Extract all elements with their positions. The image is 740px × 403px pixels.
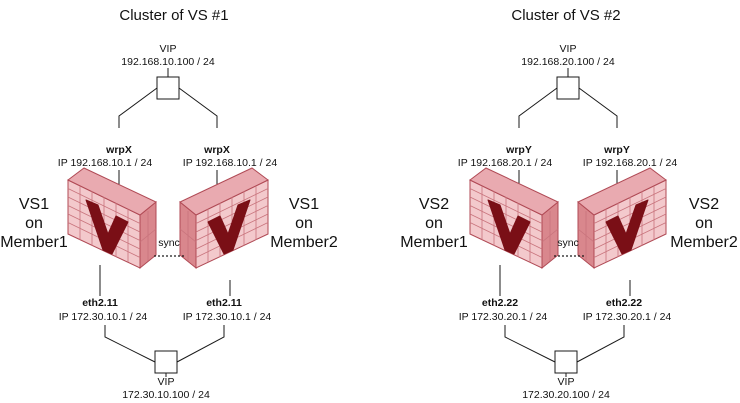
right-bottom-interface: eth2.22	[606, 297, 642, 309]
cluster-title: Cluster of VS #1	[119, 7, 228, 24]
network-switch-icon	[154, 350, 178, 374]
right-vs-member: Member2	[670, 234, 738, 251]
network-switch-icon	[156, 76, 180, 100]
cluster-1: Cluster of VS #1 VIP 192.168.10.100 / 24…	[0, 7, 338, 401]
right-bottom-ip: IP 172.30.20.1 / 24	[583, 311, 672, 323]
network-switch-icon	[554, 350, 578, 374]
right-vs-on: on	[295, 215, 313, 232]
vip-bottom-ip: 172.30.20.100 / 24	[522, 389, 610, 401]
right-top-ip: IP 192.168.20.1 / 24	[583, 157, 678, 169]
left-vs-on: on	[25, 215, 43, 232]
right-bottom-interface: eth2.11	[206, 297, 242, 309]
vip-bottom-label: VIP	[158, 376, 175, 388]
right-top-ip: IP 192.168.10.1 / 24	[183, 157, 278, 169]
left-vs-name: VS2	[419, 196, 449, 213]
firewall-gateway-icon	[577, 167, 667, 269]
vip-top-label: VIP	[160, 43, 177, 55]
firewall-gateway-icon	[469, 167, 559, 269]
network-switch-icon	[556, 76, 580, 100]
sync-label: sync	[158, 237, 180, 249]
vip-top-ip: 192.168.20.100 / 24	[521, 56, 615, 68]
left-top-ip: IP 192.168.10.1 / 24	[58, 157, 153, 169]
vip-top-label: VIP	[560, 43, 577, 55]
left-bottom-ip: IP 172.30.20.1 / 24	[459, 311, 548, 323]
left-bottom-interface: eth2.11	[82, 297, 118, 309]
right-vs-on: on	[695, 215, 713, 232]
right-top-interface: wrpX	[203, 144, 230, 156]
left-top-interface: wrpX	[105, 144, 132, 156]
right-vs-name: VS1	[289, 196, 319, 213]
cluster-title: Cluster of VS #2	[511, 7, 620, 24]
left-vs-member: Member1	[0, 234, 68, 251]
right-bottom-ip: IP 172.30.10.1 / 24	[183, 311, 272, 323]
left-top-ip: IP 192.168.20.1 / 24	[458, 157, 553, 169]
left-bottom-interface: eth2.22	[482, 297, 518, 309]
left-vs-member: Member1	[400, 234, 468, 251]
vip-bottom-label: VIP	[558, 376, 575, 388]
left-vs-name: VS1	[19, 196, 49, 213]
left-bottom-ip: IP 172.30.10.1 / 24	[59, 311, 148, 323]
left-vs-on: on	[425, 215, 443, 232]
cluster-2: Cluster of VS #2 VIP 192.168.20.100 / 24…	[400, 7, 738, 401]
firewall-gateway-icon	[179, 167, 269, 269]
right-vs-name: VS2	[689, 196, 719, 213]
right-top-interface: wrpY	[603, 144, 630, 156]
vip-top-ip: 192.168.10.100 / 24	[121, 56, 215, 68]
vip-bottom-ip: 172.30.10.100 / 24	[122, 389, 210, 401]
right-vs-member: Member2	[270, 234, 338, 251]
sync-label: sync	[557, 237, 579, 249]
left-top-interface: wrpY	[505, 144, 532, 156]
firewall-gateway-icon	[67, 167, 157, 269]
